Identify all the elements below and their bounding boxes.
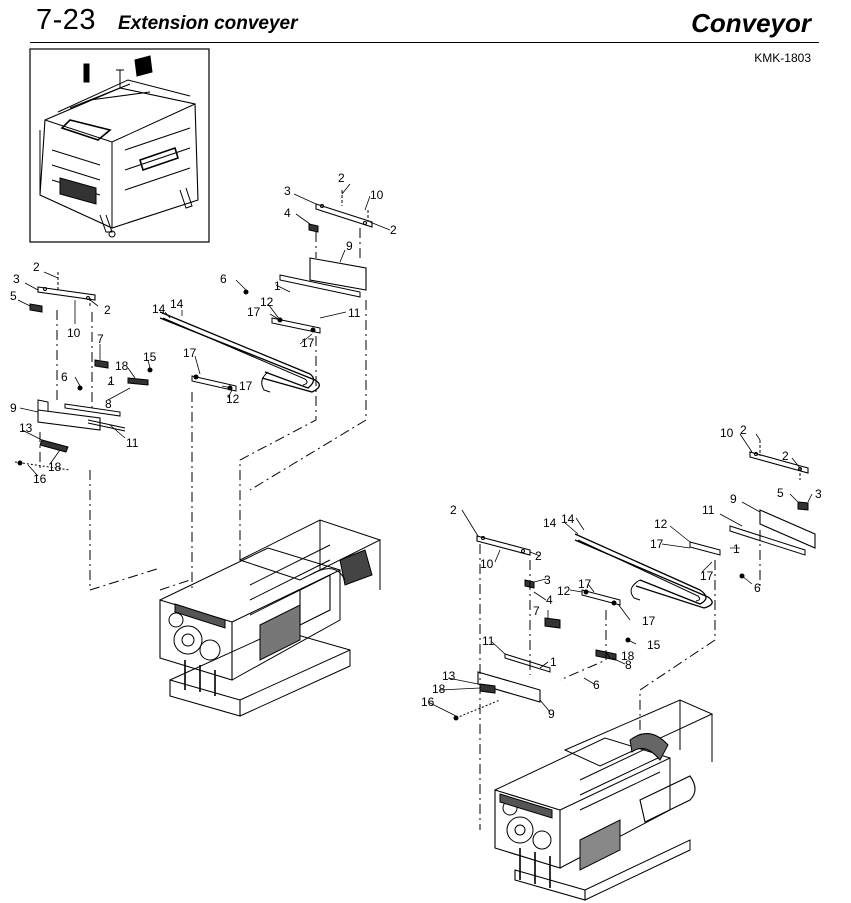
callout-11: 11: [702, 503, 715, 517]
callout-15: 15: [647, 638, 661, 652]
callout-1: 1: [733, 542, 740, 556]
callout-17: 17: [642, 614, 656, 628]
header-rule: [30, 42, 819, 43]
callout-17: 17: [301, 336, 315, 350]
callout-6: 6: [61, 370, 68, 384]
right-conveyor-assembly: [494, 699, 714, 901]
callout-15: 15: [143, 350, 157, 364]
callout-9: 9: [730, 492, 737, 506]
callout-12: 12: [557, 584, 571, 598]
callout-2: 2: [535, 549, 542, 563]
callout-17: 17: [183, 346, 197, 360]
callout-12: 12: [226, 392, 240, 406]
section-number: 7-23: [36, 4, 97, 36]
callout-10: 10: [67, 326, 81, 340]
callout-6: 6: [593, 678, 600, 692]
category-title: Conveyor: [691, 8, 811, 38]
callout-1: 1: [108, 374, 115, 388]
callout-14: 14: [170, 297, 184, 311]
callout-16: 16: [33, 472, 47, 486]
callout-16: 16: [421, 695, 435, 709]
callout-3: 3: [815, 487, 822, 501]
callout-2: 2: [338, 171, 345, 185]
callout-9: 9: [346, 239, 353, 253]
callout-18: 18: [115, 359, 129, 373]
callout-17: 17: [700, 569, 714, 583]
callout-18: 18: [621, 649, 635, 663]
callout-13: 13: [442, 669, 456, 683]
page-title: Extension conveyer: [118, 13, 298, 34]
callout-1: 1: [550, 655, 557, 669]
callout-12: 12: [260, 295, 274, 309]
callout-12: 12: [654, 517, 668, 531]
callout-3: 3: [13, 272, 20, 286]
callout-labels: 2 3 5 2 10 7 18 15 6 1 8 9 13 11 18 16 3…: [10, 171, 822, 721]
machine-overview-inset: [29, 48, 210, 243]
callout-leaders: [17, 183, 813, 717]
callout-2: 2: [450, 503, 457, 517]
callout-2: 2: [104, 303, 111, 317]
left-parts-group: [14, 272, 161, 591]
callout-14: 14: [561, 512, 575, 526]
callout-2: 2: [782, 449, 789, 463]
callout-8: 8: [625, 658, 632, 672]
callout-14: 14: [543, 516, 557, 530]
callout-18: 18: [432, 682, 446, 696]
callout-3: 3: [284, 184, 291, 198]
callout-13: 13: [19, 421, 33, 435]
callout-10: 10: [480, 557, 494, 571]
callout-3: 3: [544, 573, 551, 587]
callout-6: 6: [220, 272, 227, 286]
callout-6: 6: [754, 581, 761, 595]
callout-11: 11: [482, 634, 495, 648]
callout-4: 4: [546, 593, 553, 607]
callout-8: 8: [105, 397, 112, 411]
callout-10: 10: [720, 426, 734, 440]
center-parts-group: [159, 190, 373, 591]
callout-1: 1: [274, 279, 281, 293]
callout-17: 17: [578, 577, 592, 591]
callout-7: 7: [97, 332, 104, 346]
callout-10: 10: [370, 188, 384, 202]
right-parts-group: [453, 440, 816, 830]
callout-2: 2: [740, 423, 747, 437]
callout-5: 5: [10, 289, 17, 303]
callout-11: 11: [348, 306, 361, 320]
callout-9: 9: [548, 707, 555, 721]
left-conveyor-assembly: [159, 519, 382, 717]
model-code: KMK-1803: [754, 51, 811, 65]
callout-18: 18: [48, 460, 62, 474]
callout-7: 7: [533, 604, 540, 618]
callout-5: 5: [777, 486, 784, 500]
callout-2: 2: [33, 260, 40, 274]
callout-17: 17: [247, 305, 261, 319]
callout-2: 2: [390, 223, 397, 237]
callout-17: 17: [650, 537, 664, 551]
callout-9: 9: [10, 401, 17, 415]
callout-4: 4: [284, 206, 291, 220]
callout-11: 11: [126, 436, 139, 450]
callout-17: 17: [239, 379, 253, 393]
callout-14: 14: [152, 302, 166, 316]
